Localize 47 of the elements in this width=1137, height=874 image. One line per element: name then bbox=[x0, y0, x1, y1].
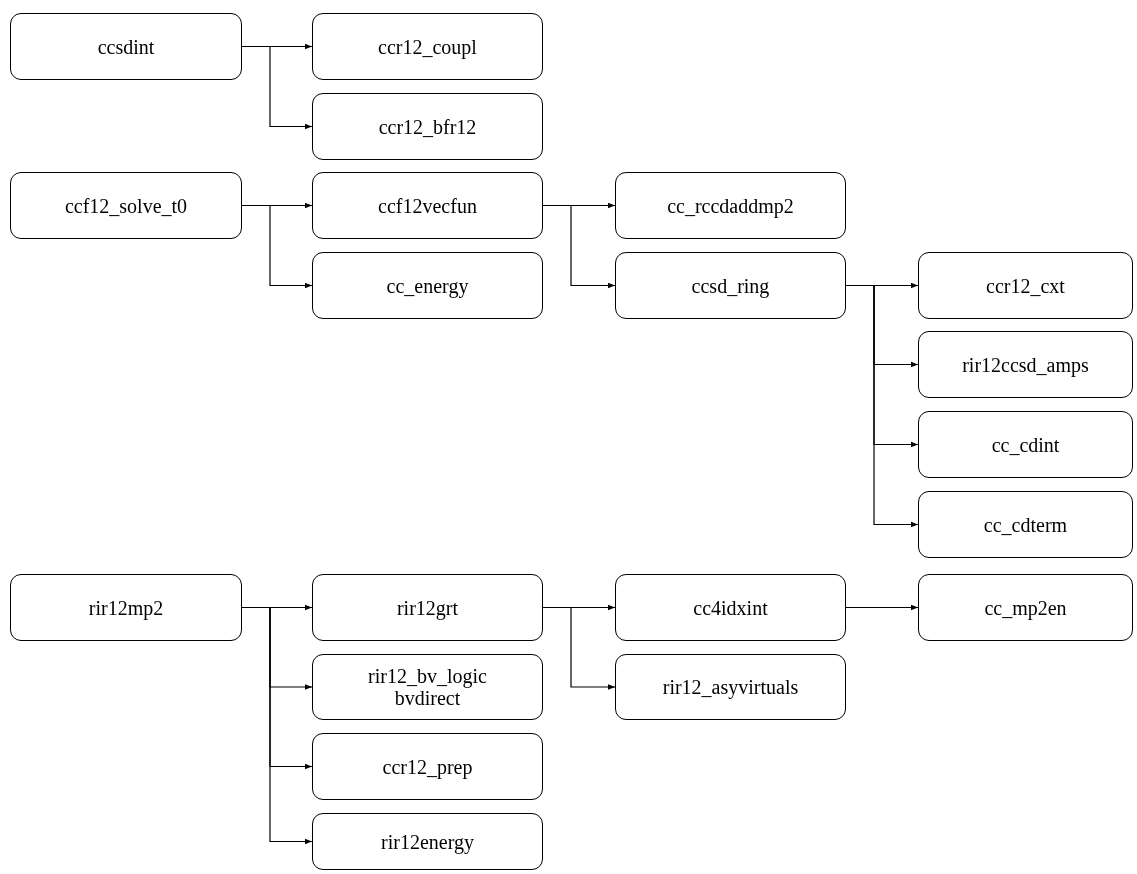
node-label: cc_energy bbox=[386, 274, 469, 297]
process-box bbox=[312, 733, 543, 800]
process-box bbox=[312, 172, 543, 239]
arrow bbox=[845, 284, 919, 528]
node-label: rir12ccsd_amps bbox=[962, 353, 1089, 376]
process-box bbox=[918, 252, 1133, 319]
node-label: cc_mp2en bbox=[984, 596, 1067, 619]
node-label: cc_cdterm bbox=[983, 513, 1068, 536]
process-box bbox=[918, 411, 1133, 478]
arrow bbox=[241, 606, 313, 845]
process-box bbox=[10, 172, 242, 239]
process-box bbox=[312, 574, 543, 641]
node-label: ccr12_cxt bbox=[986, 274, 1065, 297]
process-box bbox=[615, 172, 846, 239]
arrow bbox=[241, 204, 313, 289]
process-box bbox=[615, 252, 846, 319]
process-box bbox=[312, 252, 543, 319]
process-box bbox=[615, 574, 846, 641]
node-label: rir12grt bbox=[396, 596, 459, 619]
process-box bbox=[10, 13, 242, 80]
node-label: ccsd_ring bbox=[691, 274, 770, 297]
node-label: rir12_bv_logic bvdirect bbox=[367, 665, 488, 709]
arrow bbox=[845, 604, 919, 611]
process-box bbox=[312, 813, 543, 870]
arrow bbox=[542, 204, 616, 289]
process-box bbox=[615, 654, 846, 720]
node-label: rir12energy bbox=[381, 830, 474, 853]
process-box bbox=[10, 574, 242, 641]
node-label: cc_rccdaddmp2 bbox=[667, 194, 794, 217]
node-label: rir12mp2 bbox=[88, 596, 164, 619]
process-box bbox=[312, 654, 543, 720]
process-box bbox=[918, 574, 1133, 641]
node-label: ccr12_bfr12 bbox=[378, 115, 477, 138]
node-label: cc4idxint bbox=[693, 596, 768, 619]
node-label: cc_cdint bbox=[991, 433, 1060, 456]
node-label: ccf12_solve_t0 bbox=[64, 194, 188, 217]
arrow bbox=[542, 606, 616, 690]
process-box bbox=[312, 93, 543, 160]
node-label: ccr12_coupl bbox=[378, 35, 477, 58]
process-box bbox=[312, 13, 543, 80]
node-label: rir12_asyvirtuals bbox=[662, 676, 799, 698]
node-label: ccf12vecfun bbox=[378, 194, 477, 217]
process-box bbox=[918, 331, 1133, 398]
node-label: ccsdint bbox=[97, 35, 155, 58]
arrow bbox=[241, 45, 313, 130]
node-label: ccr12_prep bbox=[382, 755, 473, 778]
process-box bbox=[918, 491, 1133, 558]
